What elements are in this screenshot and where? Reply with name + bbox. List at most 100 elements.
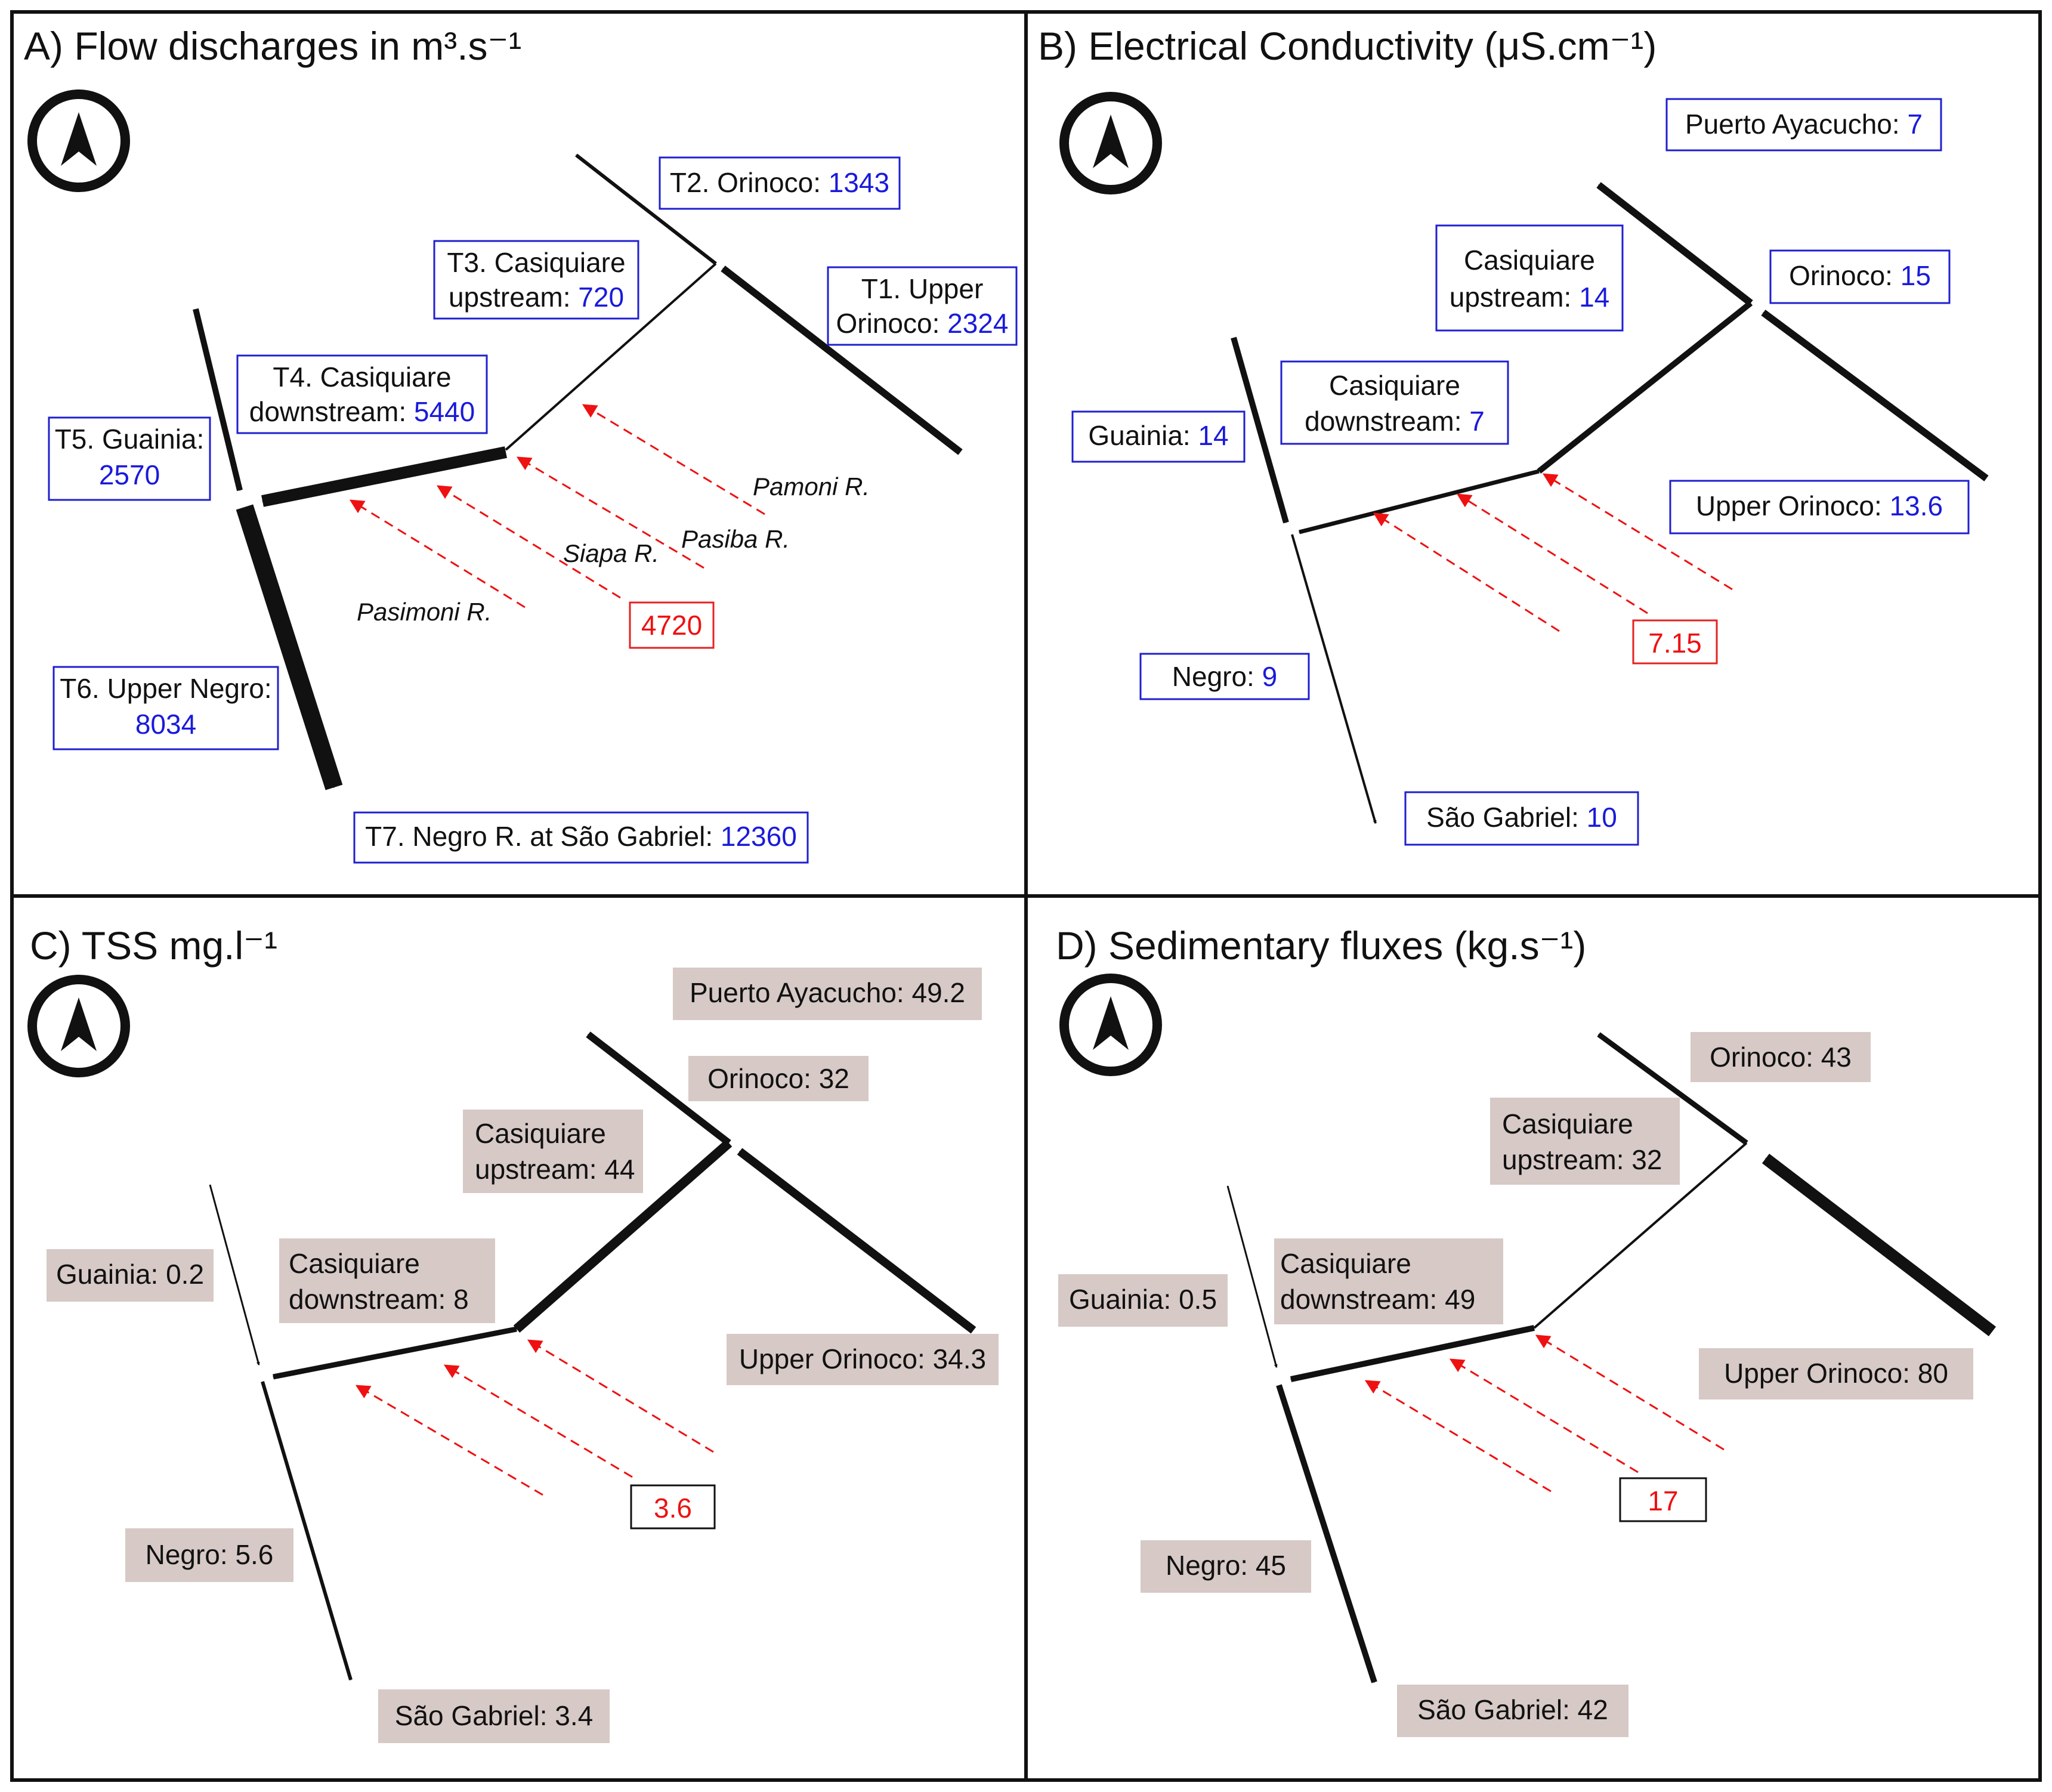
- tributary-line-3: [1364, 1380, 1552, 1493]
- sao-gabriel-label: São Gabriel: 3.4: [395, 1700, 593, 1731]
- station-sao-gabriel: São Gabriel: 42: [1397, 1685, 1628, 1737]
- svg-text:São Gabriel: 10: São Gabriel: 10: [1426, 802, 1617, 833]
- river-guainia: [209, 1184, 260, 1366]
- cas-down-line1: Casiquiare: [1329, 370, 1460, 401]
- river-orinoco: [1596, 182, 1753, 306]
- panel-b: B) Electrical Conductivity (μS.cm⁻¹) Pue…: [1038, 24, 1989, 846]
- cas-down-line2: downstream:: [1305, 406, 1469, 437]
- tributary-total-a: 4720: [629, 601, 715, 649]
- north-arrow-icon: [32, 980, 125, 1073]
- station-guainia: Guainia: 0.5: [1058, 1274, 1228, 1327]
- t1-name-line2: Orinoco:: [836, 308, 948, 339]
- panel-c: C) TSS mg.l⁻¹ Puerto Ayacucho: 49.2 Orin…: [30, 923, 999, 1743]
- station-negro: Negro: 45: [1141, 1540, 1311, 1593]
- river-orinoco: [1597, 1032, 1748, 1145]
- station-t1: T1. Upper Orinoco: 2324: [827, 266, 1018, 346]
- svg-text:Orinoco: 15: Orinoco: 15: [1789, 260, 1931, 291]
- tributary-pasiba: [516, 456, 704, 569]
- river-upper-orinoco: [1761, 310, 1989, 481]
- t6-value: 8034: [135, 709, 196, 740]
- north-arrow-icon: [1064, 97, 1157, 190]
- station-casiquiare-downstream: Casiquiare downstream: 8: [279, 1238, 495, 1323]
- tributary-line-2: [1449, 1358, 1639, 1473]
- tributary-total-d: 17: [1619, 1477, 1707, 1522]
- t2-value: 1343: [829, 167, 889, 198]
- cas-down-value: 7: [1469, 406, 1485, 437]
- tributary-total-d-value: 17: [1648, 1485, 1678, 1516]
- station-casiquiare-downstream: Casiquiare downstream: 7: [1280, 360, 1509, 445]
- station-orinoco: Orinoco: 43: [1691, 1032, 1871, 1082]
- cas-up-line2: upstream: 44: [475, 1154, 635, 1185]
- t1-value: 2324: [947, 308, 1008, 339]
- guainia-label: Guainia: 0.2: [56, 1259, 204, 1290]
- north-arrow-icon: [32, 94, 125, 187]
- river-orinoco: [575, 153, 717, 265]
- station-sao-gabriel: São Gabriel: 3.4: [378, 1689, 610, 1743]
- panel-frames: [10, 10, 2042, 1782]
- t5-value: 2570: [99, 459, 160, 490]
- tributary-total-c-value: 3.6: [654, 1493, 692, 1524]
- tributary-line-1: [527, 1339, 714, 1453]
- t2-name: T2. Orinoco:: [670, 167, 829, 198]
- river-upper-negro: [236, 504, 343, 790]
- river-guainia: [1231, 336, 1289, 524]
- river-negro: [1276, 1384, 1377, 1683]
- tributary-total-b: 7.15: [1632, 619, 1718, 665]
- upper-orinoco-label: Upper Orinoco: 34.3: [739, 1343, 986, 1374]
- orinoco-value: 15: [1900, 260, 1931, 291]
- tributary-line-3: [1373, 512, 1560, 632]
- svg-text:T2. Orinoco: 1343: T2. Orinoco: 1343: [670, 167, 889, 198]
- t3-name-line2: upstream:: [449, 282, 578, 313]
- t5-name: T5. Guainia:: [55, 424, 205, 455]
- station-upper-orinoco: Upper Orinoco: 80: [1699, 1348, 1973, 1399]
- station-puerto-ayacucho: Puerto Ayacucho: 7: [1665, 98, 1942, 152]
- sao-gabriel-value: 10: [1587, 802, 1617, 833]
- river-negro: [1291, 534, 1377, 824]
- tributary-siapa: [436, 485, 621, 599]
- station-guainia: Guainia: 0.2: [47, 1249, 214, 1302]
- svg-text:Puerto Ayacucho: 7: Puerto Ayacucho: 7: [1685, 109, 1923, 140]
- station-t4: T4. Casiquiare downstream: 5440: [236, 354, 488, 434]
- label-pasiba: Pasiba R.: [681, 525, 790, 553]
- label-pasimoni: Pasimoni R.: [357, 598, 492, 626]
- panel-c-title: C) TSS mg.l⁻¹: [30, 923, 277, 968]
- tributary-line-3: [355, 1385, 543, 1496]
- svg-text:upstream: 720: upstream: 720: [449, 282, 624, 313]
- label-pamoni: Pamoni R.: [753, 472, 870, 500]
- negro-name: Negro:: [1172, 661, 1262, 692]
- svg-text:T7. Negro R. at São Gabriel: 1: T7. Negro R. at São Gabriel: 12360: [365, 821, 797, 852]
- negro-label: Negro: 5.6: [146, 1539, 274, 1570]
- cas-up-line1: Casiquiare: [1502, 1108, 1633, 1139]
- station-t5: T5. Guainia: 2570: [48, 416, 211, 501]
- svg-text:Guainia: 14: Guainia: 14: [1088, 420, 1228, 451]
- puerto-name: Puerto Ayacucho:: [1685, 109, 1908, 140]
- station-negro: Negro: 5.6: [125, 1528, 293, 1582]
- river-casiquiare-upstream: [1533, 1142, 1748, 1329]
- panel-b-title: B) Electrical Conductivity (μS.cm⁻¹): [1038, 24, 1657, 68]
- station-guainia: Guainia: 14: [1071, 410, 1246, 463]
- t4-name-line1: T4. Casiquiare: [273, 362, 451, 393]
- river-casiquiare-upstream: [505, 262, 717, 451]
- river-casiquiare-upstream: [513, 1139, 733, 1333]
- orinoco-label: Orinoco: 32: [707, 1063, 849, 1094]
- t4-value: 5440: [414, 396, 475, 427]
- river-guainia: [1226, 1185, 1278, 1368]
- t7-value: 12360: [721, 821, 797, 852]
- cas-up-line1: Casiquiare: [1464, 245, 1595, 276]
- t3-name-line1: T3. Casiquiare: [447, 247, 625, 278]
- tributary-line-1: [1535, 1334, 1725, 1451]
- sao-gabriel-label: São Gabriel: 42: [1417, 1694, 1608, 1725]
- guainia-name: Guainia:: [1088, 420, 1198, 451]
- panel-d: D) Sedimentary fluxes (kg.s⁻¹) Orinoco: …: [1056, 923, 1997, 1737]
- tributary-line-1: [1542, 473, 1733, 591]
- station-t6: T6. Upper Negro: 8034: [52, 666, 279, 750]
- cas-up-value: 14: [1579, 282, 1609, 313]
- river-casiquiare-upstream: [1537, 301, 1753, 474]
- t7-name: T7. Negro R. at São Gabriel:: [365, 821, 721, 852]
- station-t3: T3. Casiquiare upstream: 720: [433, 240, 639, 320]
- river-casiquiare-downstream: [272, 1326, 517, 1380]
- negro-label: Negro: 45: [1166, 1550, 1286, 1581]
- cas-down-line2: downstream: 49: [1280, 1284, 1475, 1315]
- tributary-line-2: [443, 1364, 633, 1478]
